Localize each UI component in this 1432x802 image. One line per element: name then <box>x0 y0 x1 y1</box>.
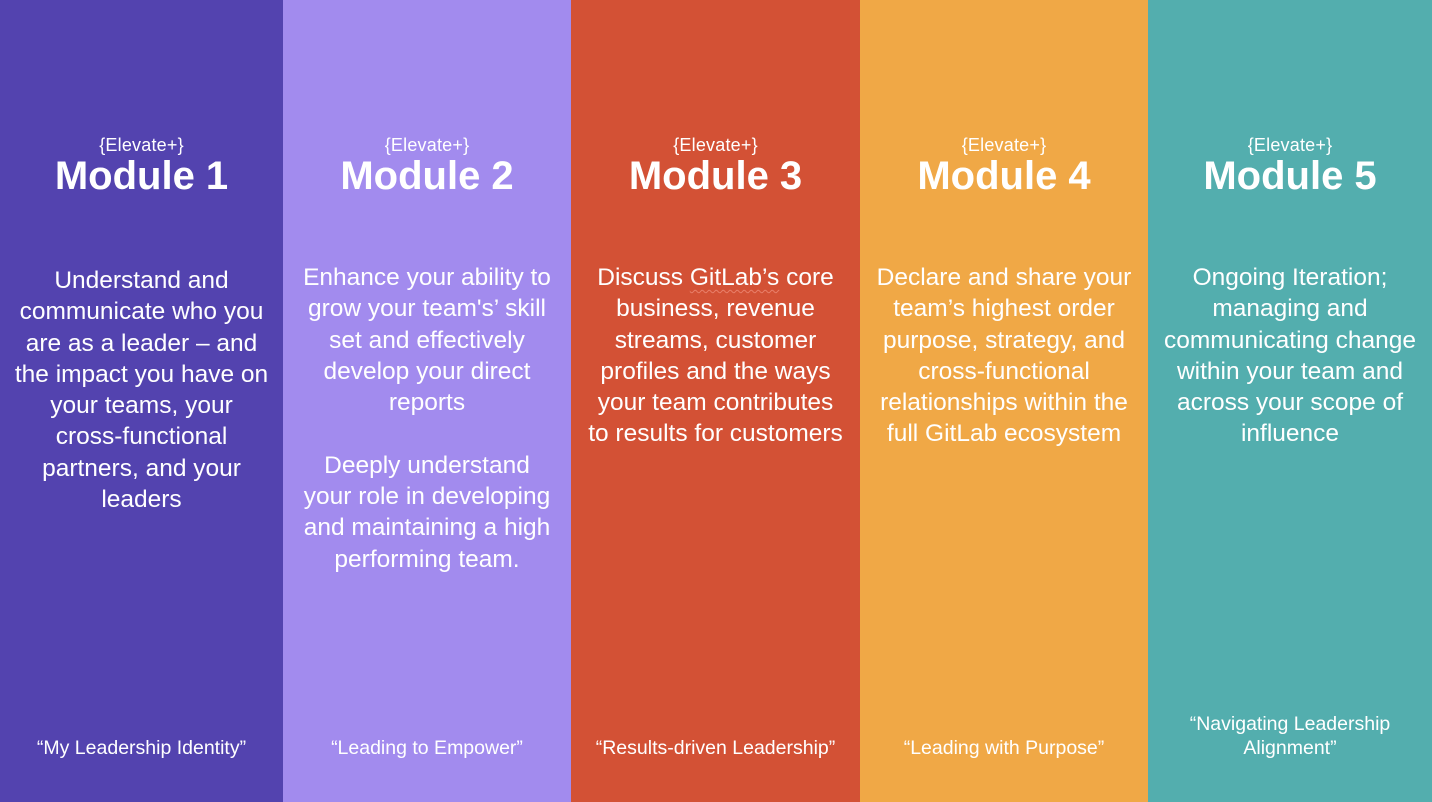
module-kicker: {Elevate+} <box>99 135 184 155</box>
module-description-text: Enhance your ability to grow your team's… <box>303 264 551 417</box>
module-description-text: Deeply understand your role in developin… <box>303 451 551 573</box>
module-kicker: {Elevate+} <box>673 135 758 155</box>
module-kicker: {Elevate+} <box>1247 135 1333 155</box>
module-description-text: Discuss GitLab’s core business, revenue … <box>585 262 846 450</box>
module-title: Module 2 <box>340 154 514 198</box>
module-5-column: {Elevate+} Module 5 Ongoing Iteration; m… <box>1148 0 1432 802</box>
module-3-column: {Elevate+} Module 3 Discuss GitLab’s cor… <box>571 0 860 802</box>
module-tagline: “Leading with Purpose” <box>903 737 1105 759</box>
module-tagline: “Navigating Leadership Alignment” <box>1189 713 1391 759</box>
module-kicker: {Elevate+} <box>961 135 1047 155</box>
module-title: Module 1 <box>54 154 229 198</box>
module-description: Discuss GitLab’s core business, revenue … <box>585 262 846 450</box>
description-text: Discuss <box>597 264 690 291</box>
module-description: Declare and share your team’s highest or… <box>874 262 1134 450</box>
module-description: Understand and communicate who you are a… <box>14 265 269 515</box>
module-title: Module 4 <box>917 154 1091 198</box>
module-title: Module 5 <box>1203 154 1377 198</box>
module-description-text: Ongoing Iteration; managing and communic… <box>1164 264 1416 448</box>
module-tagline: “Results-driven Leadership” <box>595 737 836 759</box>
module-tagline: “My Leadership Identity” <box>36 737 247 759</box>
module-4-column: {Elevate+} Module 4 Declare and share yo… <box>860 0 1148 802</box>
module-description-text: Understand and communicate who you are a… <box>14 267 269 514</box>
module-kicker: {Elevate+} <box>384 135 470 155</box>
module-1-column: {Elevate+} Module 1 Understand and commu… <box>0 0 283 802</box>
spellcheck-marked-word: GitLab’s <box>689 264 780 291</box>
module-description-text: Declare and share your team’s highest or… <box>876 264 1132 448</box>
module-description: Ongoing Iteration; managing and communic… <box>1162 262 1418 450</box>
module-title: Module 3 <box>628 154 803 198</box>
module-description: Enhance your ability to grow your team's… <box>297 262 557 575</box>
module-2-column: {Elevate+} Module 2 Enhance your ability… <box>283 0 571 802</box>
module-tagline: “Leading to Empower” <box>331 737 523 759</box>
description-text: core business, revenue streams, customer… <box>588 264 843 448</box>
